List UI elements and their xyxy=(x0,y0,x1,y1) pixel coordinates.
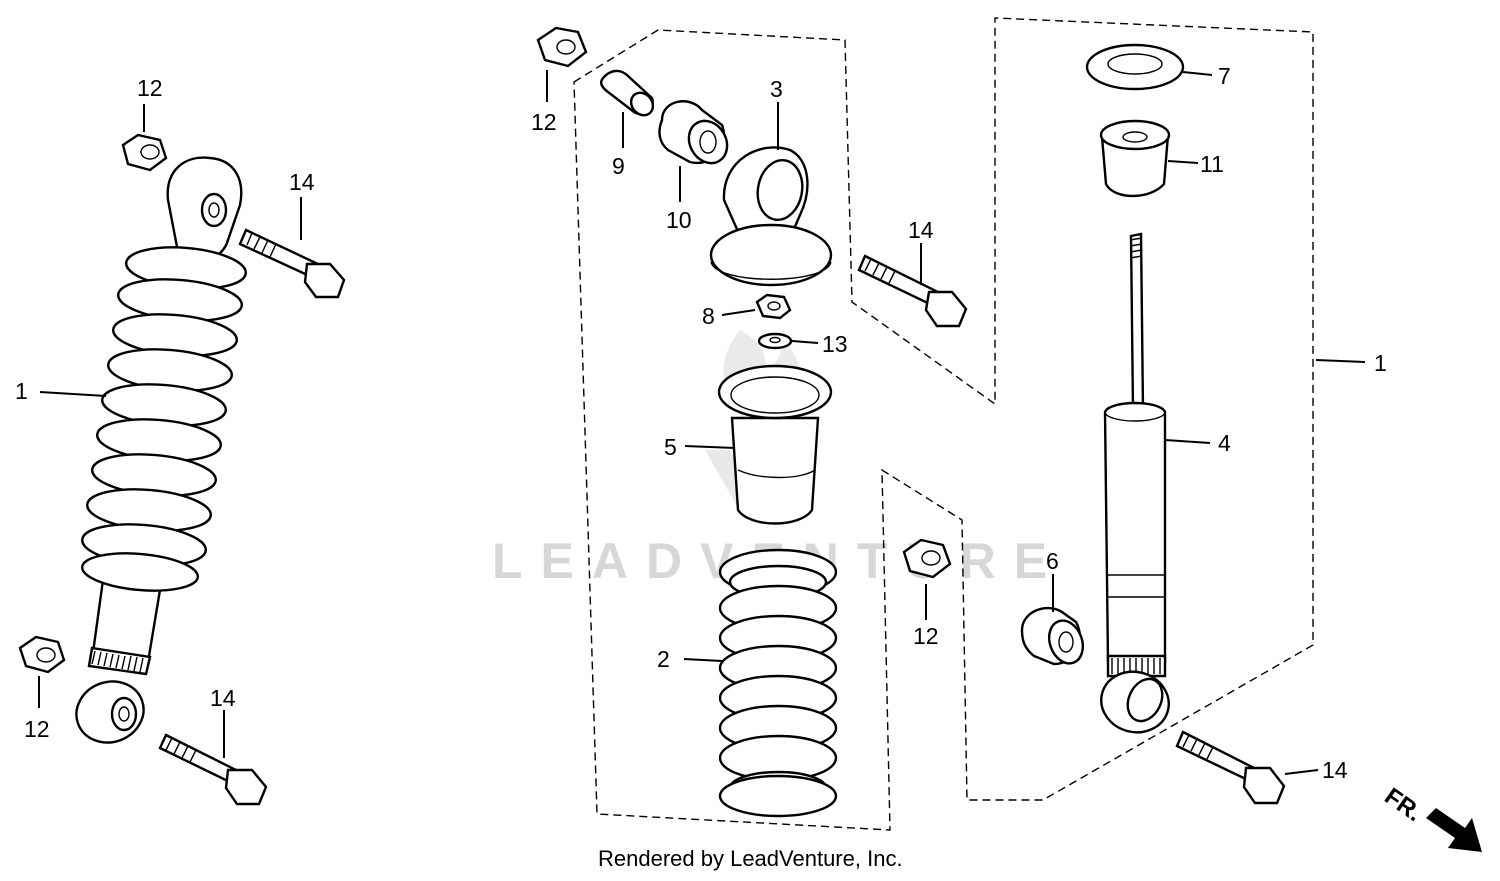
callout-11: 11 xyxy=(1200,151,1224,177)
callout-14-left-bottom: 14 xyxy=(210,685,236,711)
exploded-view xyxy=(536,17,1366,831)
washer-icon xyxy=(757,332,793,350)
coil-spring-icon xyxy=(718,548,838,818)
callout-5: 5 xyxy=(664,434,677,460)
flange-nut-icon xyxy=(121,133,168,172)
flange-bolt-icon xyxy=(1175,730,1286,805)
callout-14-center: 14 xyxy=(908,217,934,243)
callout-6: 6 xyxy=(1046,548,1059,574)
callout-8: 8 xyxy=(702,303,715,329)
left-spring-coils xyxy=(80,278,243,592)
callout-14-right-bottom: 14 xyxy=(1322,757,1348,783)
callout-1-left: 1 xyxy=(15,378,28,404)
callout-3: 3 xyxy=(770,76,783,102)
hex-nut-icon xyxy=(755,293,792,320)
callout-4: 4 xyxy=(1218,430,1231,456)
callout-7: 7 xyxy=(1218,63,1231,89)
callout-12-left-top: 12 xyxy=(137,75,163,101)
callout-13: 13 xyxy=(822,331,848,357)
callout-9: 9 xyxy=(612,153,625,179)
bushing-icon xyxy=(658,100,729,165)
flange-bolt-icon xyxy=(857,254,968,328)
callout-10: 10 xyxy=(666,207,692,233)
callout-2: 2 xyxy=(657,646,670,672)
spring-seat-icon xyxy=(717,364,833,525)
flange-nut-icon xyxy=(18,635,66,674)
upper-mount-icon xyxy=(709,146,833,287)
damper-icon xyxy=(1100,232,1170,734)
flange-bolt-icon xyxy=(238,228,346,299)
front-direction-label: FR. xyxy=(1380,783,1427,827)
shock-absorber-assembly xyxy=(18,104,346,806)
front-direction-arrow: FR. xyxy=(1380,783,1482,852)
washer-icon xyxy=(1085,43,1185,91)
bump-stop-icon xyxy=(1099,119,1171,198)
callout-12-left-bottom: 12 xyxy=(24,716,50,742)
callout-14-left-top: 14 xyxy=(289,169,315,195)
collar-icon xyxy=(599,69,655,117)
callout-1-right: 1 xyxy=(1374,350,1387,376)
flange-nut-icon xyxy=(902,538,952,579)
flange-nut-icon xyxy=(536,26,588,68)
footer-credit: Rendered by LeadVenture, Inc. xyxy=(598,846,903,871)
bushing-icon xyxy=(1020,606,1085,666)
callout-12-center-mid: 12 xyxy=(913,623,939,649)
arrow-icon xyxy=(1426,808,1482,852)
callout-12-center-top: 12 xyxy=(531,109,557,135)
flange-bolt-icon xyxy=(158,733,268,806)
